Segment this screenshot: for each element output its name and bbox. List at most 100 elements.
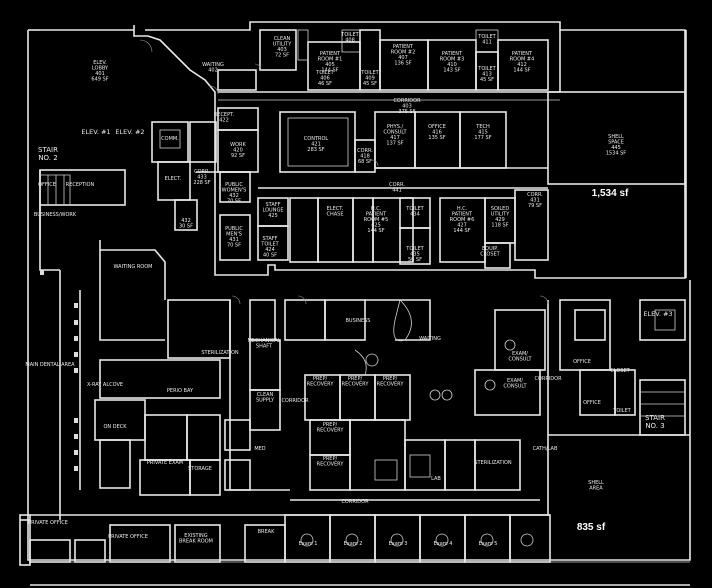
room-label-line: LOUNGE bbox=[263, 208, 284, 214]
room-label-line: 409 bbox=[365, 76, 375, 82]
room-label-line: 402 bbox=[208, 68, 218, 74]
room-label-line: Exam 3 bbox=[389, 541, 408, 547]
room-label-line: TOILET bbox=[405, 206, 424, 212]
room-label-corridor-r: CORRIDOR bbox=[534, 376, 562, 382]
room-label-line: 445 bbox=[611, 145, 621, 151]
room-label-line: LAB bbox=[431, 476, 441, 482]
room-label-line: ROOM #1 bbox=[318, 57, 343, 63]
room-label-line: 413 bbox=[482, 72, 492, 78]
room-label-line: 403 bbox=[277, 47, 287, 53]
elevator-2-label: ELEV. #2 bbox=[115, 128, 144, 136]
room-label-line: 441 bbox=[392, 188, 402, 194]
room-label-line: STERILIZATION bbox=[201, 350, 239, 356]
room-label-line: CLOSET bbox=[610, 368, 630, 374]
room-label-line: STAFF bbox=[262, 236, 277, 242]
room-label-line: OFFICE bbox=[583, 400, 601, 406]
room-label-line: 425 bbox=[371, 223, 381, 229]
room-label-line: STORAGE bbox=[188, 466, 212, 472]
room-label-line: PRIVATE OFFICE bbox=[108, 534, 148, 540]
dental-area bbox=[39, 205, 281, 520]
room-label-line: RECEPTION bbox=[66, 182, 95, 188]
room-label-line: COMM. bbox=[161, 136, 179, 142]
room-label-line: ELEV. bbox=[93, 60, 107, 66]
center-clinic bbox=[229, 299, 546, 501]
room-label-line: 136 SF bbox=[394, 61, 411, 67]
room-label-exam-4: Exam 4 bbox=[434, 541, 453, 547]
room-label-private-office-2: PRIVATE OFFICE bbox=[108, 534, 148, 540]
room-label-line: EQUIP. bbox=[482, 246, 498, 252]
room-label-line: CONSULT bbox=[503, 384, 527, 390]
room-label-line: OFFICE bbox=[428, 124, 446, 130]
room-label-line: X-RAY ALCOVE bbox=[87, 382, 123, 388]
room-label-line: 79 SF bbox=[528, 203, 542, 209]
room-label-sterilization: STERILIZATION bbox=[201, 350, 239, 356]
room-label-line: 177 SF bbox=[474, 135, 491, 141]
room-label-business: BUSINESS bbox=[346, 318, 371, 324]
room-label-line: ROOM #4 bbox=[510, 57, 535, 63]
room-label-line: TOILET bbox=[477, 66, 496, 72]
room-label-line: CORRIDOR bbox=[534, 376, 562, 382]
room-label-line: PATIENT bbox=[452, 212, 473, 218]
room-label-line: 427 bbox=[457, 223, 467, 229]
room-label-line: TOILET bbox=[340, 32, 359, 38]
room-label-line: 429 bbox=[495, 217, 505, 223]
room-label-line: 424 bbox=[265, 247, 275, 253]
room-label-line: MECHANICAL bbox=[247, 338, 280, 344]
room-label-line: 422 bbox=[219, 118, 229, 124]
room-label-prep-recovery-5: PREP/RECOVERY bbox=[317, 456, 345, 468]
room-label-line: OFFICE bbox=[38, 182, 56, 188]
room-label-line: 411 bbox=[482, 40, 492, 46]
room-label-line: 375 SF bbox=[398, 109, 415, 115]
room-label-line: MED bbox=[254, 446, 265, 452]
room-label-private-office-bl: PRIVATE OFFICE bbox=[28, 520, 68, 526]
room-label-line: 431 bbox=[530, 198, 540, 204]
room-label-line: PERIO BAY bbox=[167, 388, 194, 394]
room-label-break: BREAK bbox=[258, 529, 275, 535]
room-label-prep-recovery-4: PREP/RECOVERY bbox=[317, 422, 345, 434]
room-label-exam-consult-1: EXAM/CONSULT bbox=[508, 351, 532, 363]
room-label-line: RECEPT. bbox=[214, 112, 235, 118]
room-label-line: 420 bbox=[233, 148, 243, 154]
room-label-line: CORRIDOR bbox=[393, 98, 421, 104]
room-label-line: CLEAN bbox=[274, 36, 291, 42]
room-label-line: 118 SF bbox=[491, 223, 508, 229]
room-label-prep-recovery-3: PREP/RECOVERY bbox=[377, 376, 405, 388]
mid-wing bbox=[257, 187, 549, 269]
room-label-line: 56 SF bbox=[408, 257, 422, 263]
room-label-comm: COMM. bbox=[161, 136, 179, 142]
room-label-line: SHELL bbox=[588, 480, 604, 486]
room-label-line: TOILET bbox=[612, 408, 631, 414]
room-label-office-r1: OFFICE bbox=[573, 359, 591, 365]
room-label-line: 144 SF bbox=[453, 228, 470, 234]
room-label-med: MED bbox=[254, 446, 265, 452]
room-label-reception-left: RECEPTION bbox=[66, 182, 95, 188]
room-label-line: ON DECK bbox=[103, 424, 127, 430]
room-label-line: 137 SF bbox=[386, 141, 403, 147]
room-label-line: BUSINESS bbox=[346, 318, 371, 324]
room-label-line: H.C. bbox=[371, 206, 382, 212]
room-label-line: 418 bbox=[360, 154, 370, 160]
shell-area-top-label: 1,534 sf bbox=[592, 188, 629, 199]
room-label-line: WOMEN'S bbox=[222, 188, 247, 194]
room-label-line: BREAK bbox=[258, 529, 275, 535]
room-label-line: PATIENT bbox=[320, 51, 341, 57]
room-label-line: 415 bbox=[478, 130, 488, 136]
room-label-line: CONTROL bbox=[304, 136, 329, 142]
room-label-waiting-room: WAITING ROOM bbox=[114, 264, 153, 270]
room-label-line: TOILET bbox=[405, 246, 424, 252]
room-label-line: 433 bbox=[197, 175, 207, 181]
room-label-line: 435 bbox=[410, 252, 420, 258]
room-label-waiting-mid: WAITING bbox=[419, 336, 441, 342]
